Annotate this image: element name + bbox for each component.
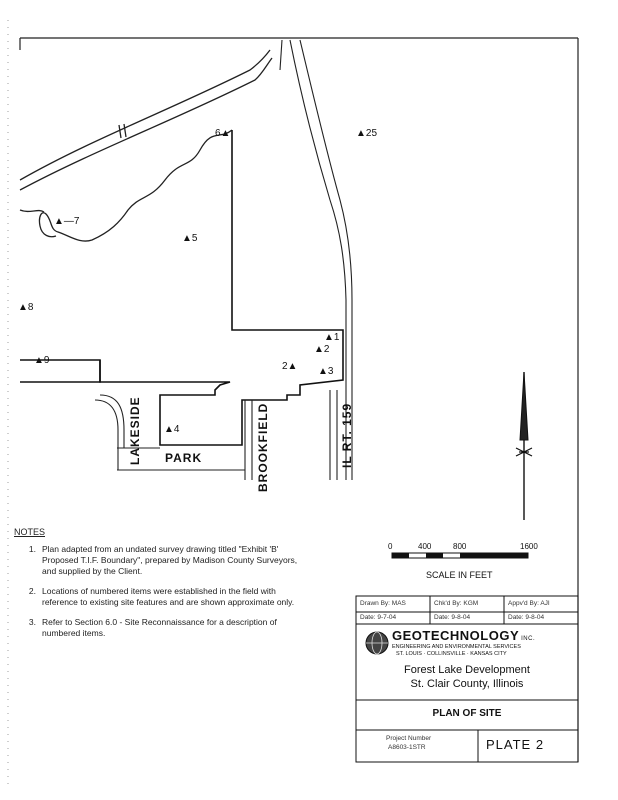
scale-tick-0: 0	[388, 542, 393, 551]
north-arrow-icon	[515, 371, 533, 520]
note-text: Refer to Section 6.0 - Site Reconnaissan…	[42, 617, 277, 638]
point-8: ▲8	[18, 302, 34, 313]
plate-number: PLATE 2	[486, 737, 545, 752]
point-4: ▲4	[164, 424, 180, 435]
scale-bar	[391, 552, 529, 559]
checked-by: Chk'd By: KGM	[434, 600, 479, 607]
street-lines	[94, 394, 253, 480]
project-number-value: A8603-1STR	[388, 744, 426, 751]
title-block-frame	[355, 595, 579, 763]
notes-heading: NOTES	[14, 527, 46, 537]
note-number: 2.	[28, 586, 36, 596]
label-lakeside: LAKESIDE	[128, 396, 142, 465]
company-suffix: INC.	[521, 636, 536, 642]
scale-tick-400: 400	[418, 542, 432, 551]
point-9: ▲9	[34, 355, 50, 366]
point-1: ▲1	[324, 332, 340, 343]
company-cities: ST. LOUIS · COLLINSVILLE · KANSAS CITY	[396, 651, 507, 657]
approved-by: Appv'd By: AJI	[508, 600, 550, 607]
point-5: ▲5	[182, 233, 198, 244]
note-item: 1. Plan adapted from an undated survey d…	[14, 544, 304, 577]
scale-tick-1600: 1600	[520, 542, 538, 551]
notes-section: NOTES 1. Plan adapted from an undated su…	[14, 527, 304, 639]
note-text: Locations of numbered items were establi…	[42, 586, 295, 607]
site-boundary-west	[20, 360, 101, 383]
note-number: 3.	[28, 617, 36, 627]
company-services: ENGINEERING AND ENVIRONMENTAL SERVICES	[392, 644, 521, 650]
drawn-by: Drawn By: MAS	[360, 600, 406, 607]
project-number-label: Project Number	[386, 735, 432, 742]
scale-tick-800: 800	[453, 542, 467, 551]
highway-lines	[279, 39, 353, 480]
site-boundary	[20, 130, 344, 446]
point-7: ▲—7	[54, 216, 80, 227]
project-name: Forest Lake Development	[404, 664, 530, 676]
point-2b: ▲2	[314, 344, 330, 355]
scale-label: SCALE IN FEET	[426, 570, 493, 580]
label-park: PARK	[165, 451, 203, 465]
point-2: 2▲	[282, 361, 298, 372]
date-drawn: Date: 9-7-04	[360, 614, 397, 621]
point-6: 6▲	[215, 128, 231, 139]
project-county: St. Clair County, Illinois	[410, 678, 524, 690]
creek-shoreline	[19, 49, 273, 242]
note-number: 1.	[28, 544, 36, 554]
company-logo-icon	[365, 631, 389, 655]
label-brookfield: BROOKFIELD	[256, 402, 270, 492]
company-name-text: GEOTECHNOLOGY	[392, 628, 520, 643]
sheet-title: PLAN OF SITE	[432, 708, 502, 719]
note-text: Plan adapted from an undated survey draw…	[42, 544, 298, 576]
date-checked: Date: 9-8-04	[434, 614, 471, 621]
note-item: 3. Refer to Section 6.0 - Site Reconnais…	[14, 617, 304, 639]
point-25: ▲25	[356, 128, 378, 139]
point-3: ▲3	[318, 366, 334, 377]
label-highway: IL RT. 159	[340, 402, 354, 468]
note-item: 2. Locations of numbered items were esta…	[14, 586, 304, 608]
date-approved: Date: 9-8-04	[508, 614, 545, 621]
